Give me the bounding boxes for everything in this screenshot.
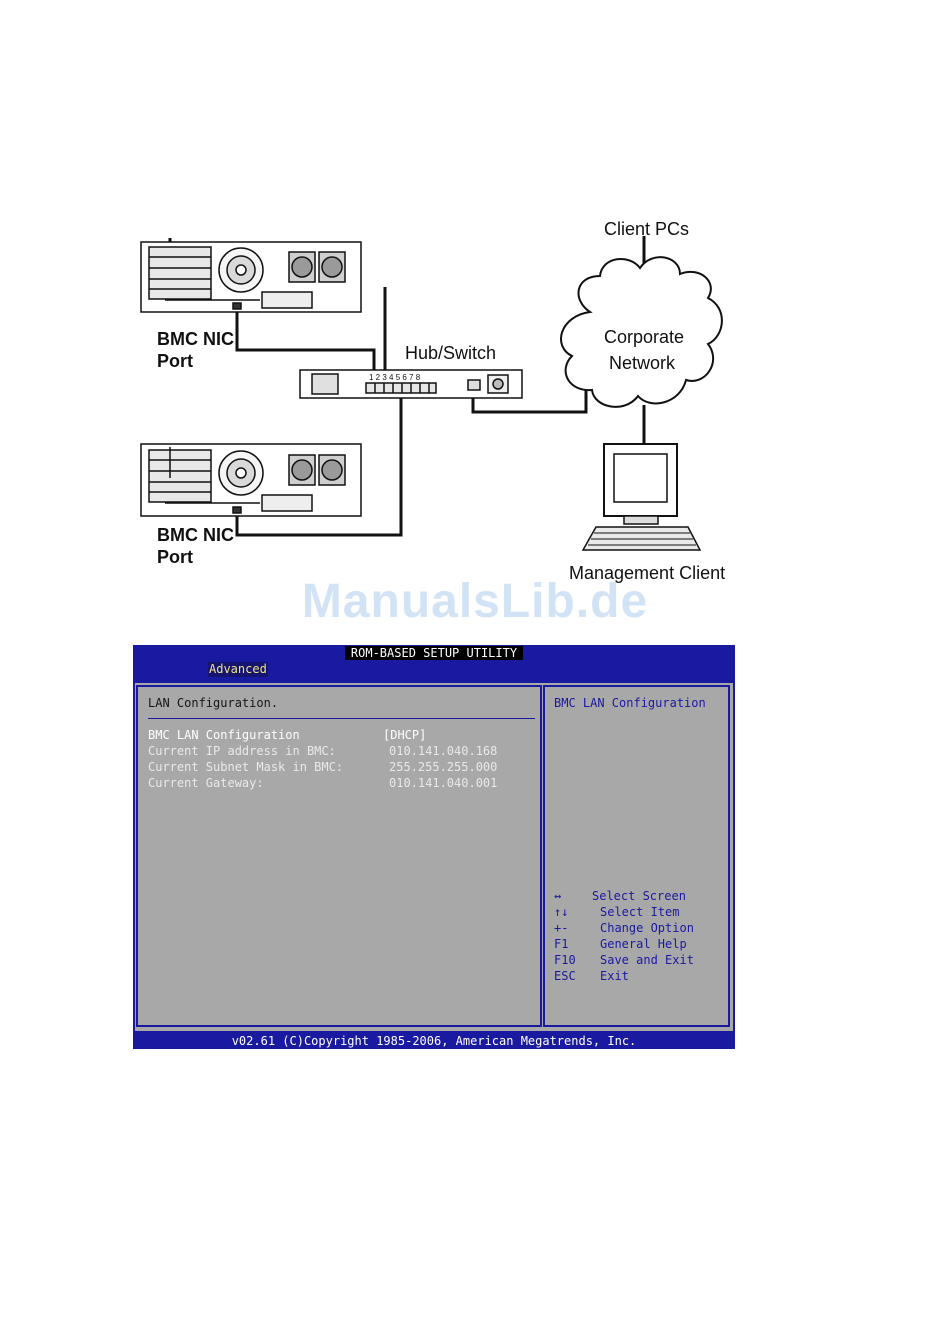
key-select-screen: ↔: [554, 889, 562, 903]
bios-body: LAN Configuration. BMC LAN Configuration…: [135, 683, 733, 1031]
watermark: ManualsLib.de: [301, 575, 649, 628]
help-panel: BMC LAN Configuration ↔ Select Screen ↑↓…: [543, 685, 730, 1027]
network-cables: [168, 236, 646, 537]
subnet-mask-label: Current Subnet Mask in BMC:: [148, 760, 344, 774]
server-2: [140, 443, 362, 517]
section-divider: [148, 718, 535, 719]
action-select-screen: Select Screen: [592, 889, 686, 903]
server-1: [140, 241, 362, 313]
settings-panel: LAN Configuration. BMC LAN Configuration…: [136, 685, 542, 1027]
management-client-computer: [581, 443, 702, 551]
bmc-nic-label-2: BMC NIC: [157, 525, 234, 545]
help-title: BMC LAN Configuration: [554, 696, 706, 710]
action-exit: Exit: [600, 969, 629, 983]
section-title: LAN Configuration.: [148, 696, 279, 710]
bios-title: ROM-BASED SETUP UTILITY: [344, 646, 524, 660]
bmc-lan-config-value[interactable]: [DHCP]: [383, 728, 427, 742]
network-diagram: 1 2 3 4 5 6 7 8: [140, 236, 723, 551]
action-general-help: General Help: [600, 937, 687, 951]
bmc-nic-label-1: BMC NIC: [157, 329, 234, 349]
network-label: Network: [609, 353, 676, 373]
subnet-mask-value: 255.255.255.000: [389, 760, 498, 774]
key-select-item: ↑↓: [554, 905, 569, 919]
tab-advanced[interactable]: Advanced: [208, 662, 268, 677]
action-save-exit: Save and Exit: [600, 953, 694, 967]
bmc-lan-config-label[interactable]: BMC LAN Configuration: [148, 728, 300, 742]
key-save-exit: F10: [554, 953, 576, 967]
ip-address-value: 010.141.040.168: [389, 744, 498, 758]
key-general-help: F1: [554, 937, 569, 951]
client-pcs-label: Client PCs: [604, 219, 690, 239]
ip-address-label: Current IP address in BMC:: [148, 744, 336, 758]
bios-footer: v02.61 (C)Copyright 1985-2006, American …: [231, 1034, 637, 1048]
network-cloud: [560, 256, 723, 408]
port-label-2: Port: [157, 547, 193, 567]
hub-switch: [299, 369, 523, 399]
gateway-value: 010.141.040.001: [389, 776, 498, 790]
bios-setup-screen: ROM-BASED SETUP UTILITY Advanced LAN Con…: [133, 645, 735, 1049]
port-label-1: Port: [157, 351, 193, 371]
action-change-option: Change Option: [600, 921, 694, 935]
bios-title-bar: ROM-BASED SETUP UTILITY: [133, 645, 735, 661]
switch-port-numbers: 1 2 3 4 5 6 7 8: [369, 373, 421, 382]
action-select-item: Select Item: [600, 905, 680, 919]
key-exit: ESC: [554, 969, 576, 983]
corporate-label: Corporate: [604, 327, 685, 347]
management-client-label: Management Client: [569, 563, 726, 583]
hub-switch-label: Hub/Switch: [405, 343, 497, 363]
gateway-label: Current Gateway:: [148, 776, 264, 790]
key-change-option: +-: [554, 921, 569, 935]
